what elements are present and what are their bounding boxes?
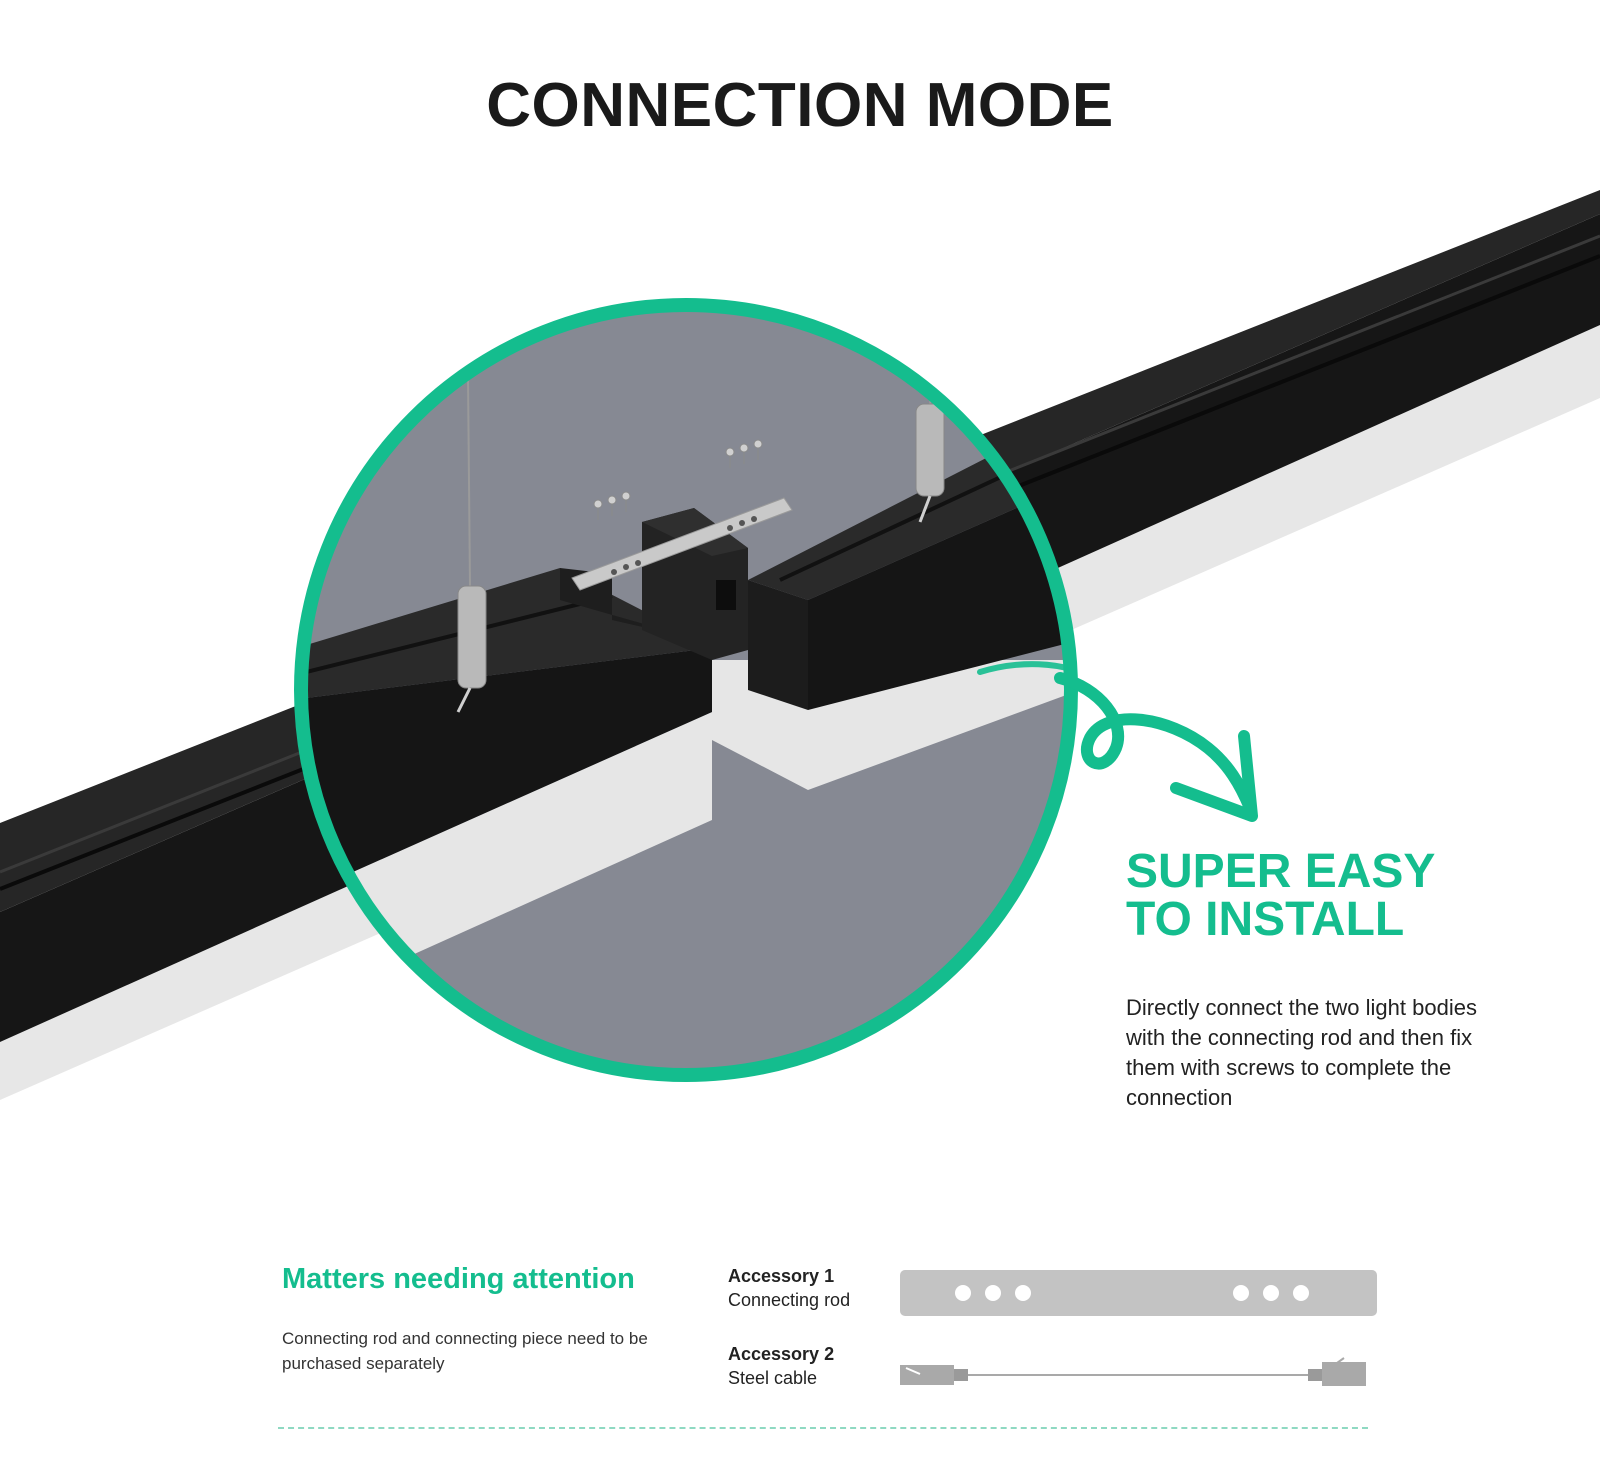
zoom-detail [294, 298, 1078, 1082]
feature-description: Directly connect the two light bodies wi… [1126, 995, 1477, 1110]
headline-line-1: SUPER EASY [1126, 845, 1436, 898]
rod-hole [1263, 1285, 1279, 1301]
rod-hole [1293, 1285, 1309, 1301]
page-title: CONNECTION MODE [486, 71, 1114, 140]
steel-cable-icon [900, 1357, 1366, 1386]
accessory-1-label: Accessory 1 [728, 1266, 835, 1286]
connecting-rod-icon [900, 1270, 1377, 1316]
accessory-2-label: Accessory 2 [728, 1344, 835, 1364]
curly-arrow-icon [1054, 672, 1258, 822]
rod-hole [1233, 1285, 1249, 1301]
attention-note: Connecting rod and connecting piece need… [282, 1329, 648, 1373]
accessory-2-name: Steel cable [728, 1368, 818, 1388]
rod-hole [985, 1285, 1001, 1301]
rod-hole [955, 1285, 971, 1301]
rod-hole [1015, 1285, 1031, 1301]
dashed-divider [278, 1427, 1368, 1429]
attention-title: Matters needing attention [282, 1263, 635, 1295]
feature-headline: SUPER EASY TO INSTALL [1126, 848, 1435, 944]
headline-line-2: TO INSTALL [1126, 893, 1405, 946]
accessory-1-name: Connecting rod [728, 1290, 851, 1310]
